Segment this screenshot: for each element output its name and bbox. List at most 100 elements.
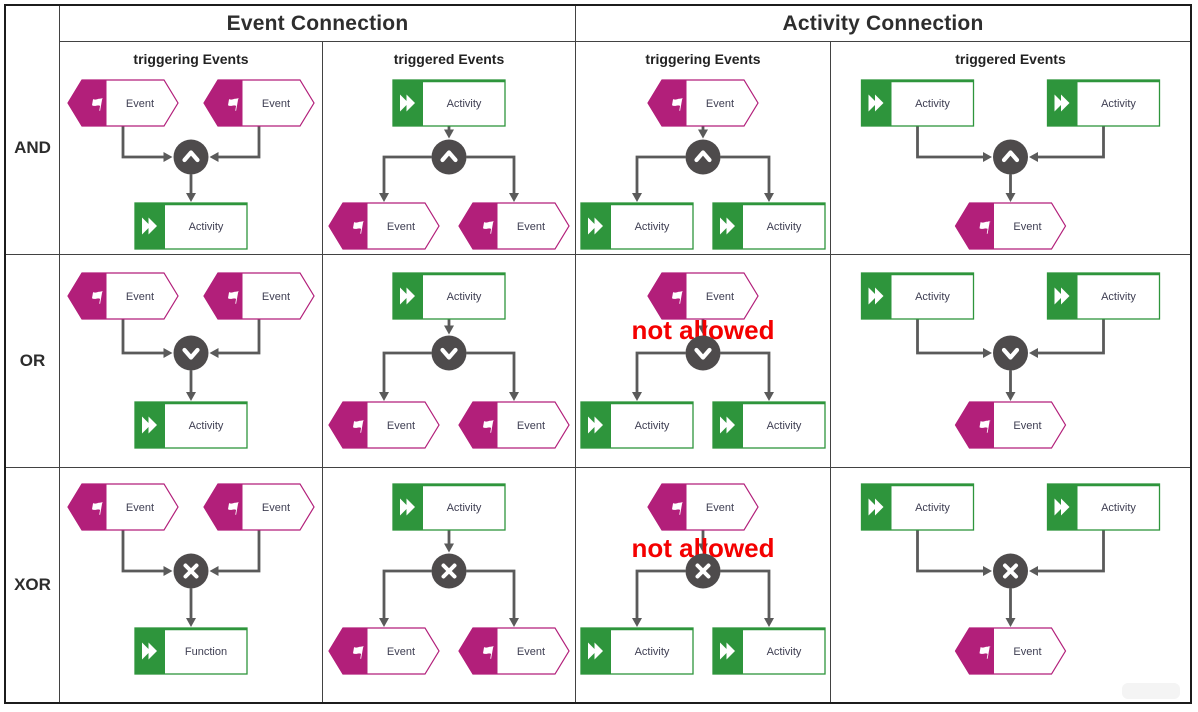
event-label: Event	[517, 420, 545, 432]
event-label: Event	[706, 98, 734, 110]
chevron-down-icon	[1001, 347, 1020, 360]
event-node: ⚑Event	[458, 202, 570, 250]
flag-icon: ⚑	[479, 642, 497, 663]
flag-icon: ⚑	[668, 287, 686, 308]
chevron-up-icon	[440, 150, 458, 163]
or-connector	[431, 335, 467, 371]
or-connector	[173, 335, 209, 371]
fast-forward-icon	[142, 217, 157, 235]
connection-line	[916, 126, 984, 159]
subheader-triggering-events: triggering Events	[645, 51, 761, 67]
event-node: ⚑Event	[67, 79, 179, 127]
node-label: Activity	[635, 646, 670, 658]
node-label: Activity	[189, 420, 224, 432]
arrowhead	[698, 543, 708, 553]
fast-forward-icon	[142, 642, 157, 660]
node-label: Activity	[1101, 502, 1136, 514]
diagram-or-3: Activity Activity ⚑Event	[860, 272, 1161, 449]
arrowhead	[698, 325, 708, 335]
activity-node: Activity	[134, 202, 248, 250]
flag-icon: ⚑	[975, 642, 993, 663]
chevron-down-icon	[182, 347, 200, 360]
event-node: ⚑Event	[954, 401, 1067, 449]
event-node: ⚑Event	[458, 627, 570, 675]
flag-icon: ⚑	[975, 217, 993, 238]
arrowhead	[163, 566, 173, 576]
cell-or-event-triggered: Activity⚑Event⚑Event	[323, 255, 576, 468]
arrowhead	[1005, 618, 1016, 627]
fast-forward-icon	[400, 94, 415, 112]
connection-line	[121, 126, 165, 159]
and-connector	[993, 139, 1028, 175]
diagram-and-1: Activity⚑Event⚑Event	[328, 79, 570, 250]
arrowhead	[764, 618, 774, 627]
node-label: Activity	[447, 98, 482, 110]
event-node: ⚑Event	[647, 272, 759, 320]
node-label: Activity	[767, 646, 802, 658]
activity-node: Activity	[860, 272, 975, 320]
connection-line	[121, 530, 165, 573]
arrowhead	[444, 543, 454, 553]
connection-line	[916, 530, 984, 573]
chevron-down-icon	[694, 347, 712, 360]
activity-node: Activity	[1046, 483, 1161, 531]
connection-line	[720, 155, 771, 195]
activity-node: Activity	[134, 401, 248, 449]
and-connector	[685, 139, 721, 175]
diagram-or-1: Activity⚑Event⚑Event	[328, 272, 570, 449]
subheader-triggered-events: triggered Events	[393, 51, 505, 67]
connection-line	[720, 351, 771, 394]
activity-node: Activity	[580, 627, 694, 675]
flag-icon: ⚑	[479, 217, 497, 238]
watermark-blob	[1122, 683, 1180, 699]
event-label: Event	[262, 291, 290, 303]
chevron-up-icon	[1001, 150, 1020, 163]
arrowhead	[1029, 152, 1038, 162]
event-node: ⚑ Event	[203, 483, 315, 531]
fast-forward-icon	[588, 217, 603, 235]
flag-icon: ⚑	[224, 498, 242, 519]
arrowhead	[983, 566, 992, 576]
event-label: Event	[706, 502, 734, 514]
connection-rules-table: Event Connection Activity Connection AND…	[4, 4, 1192, 704]
arrowhead	[632, 193, 642, 202]
event-label: Event	[387, 221, 415, 233]
and-connector	[173, 139, 209, 175]
connection-line	[466, 351, 516, 394]
activity-node: Activity	[392, 272, 506, 320]
connection-line	[121, 319, 165, 355]
flag-icon: ⚑	[349, 217, 367, 238]
header-activity-connection: Activity Connection	[576, 6, 1190, 42]
event-label: Event	[126, 502, 154, 514]
fast-forward-icon	[720, 416, 735, 434]
event-node: ⚑Event	[203, 79, 315, 127]
arrowhead	[764, 193, 774, 202]
event-label: Event	[262, 98, 290, 110]
event-label: Event	[1013, 646, 1041, 658]
node-label: Activity	[635, 221, 670, 233]
arrowhead	[983, 152, 992, 162]
fast-forward-icon	[868, 287, 884, 305]
event-node: ⚑Event	[203, 272, 315, 320]
event-label: Event	[262, 502, 290, 514]
arrowhead	[444, 325, 454, 335]
xor-connector	[173, 553, 209, 589]
or-connector	[993, 335, 1028, 371]
arrowhead	[209, 152, 219, 162]
and-connector	[431, 139, 467, 175]
diagram-xor-1: Activity⚑Event⚑Event	[328, 483, 570, 675]
activity-node: Activity	[860, 79, 975, 127]
arrowhead	[379, 618, 389, 627]
chevron-up-icon	[182, 150, 200, 163]
arrowhead	[509, 392, 519, 401]
arrowhead	[186, 193, 196, 202]
node-label: Activity	[447, 291, 482, 303]
activity-node: Activity	[1046, 79, 1161, 127]
arrowhead	[632, 392, 642, 401]
flag-icon: ⚑	[88, 287, 106, 308]
activity-node: Activity	[1046, 272, 1161, 320]
